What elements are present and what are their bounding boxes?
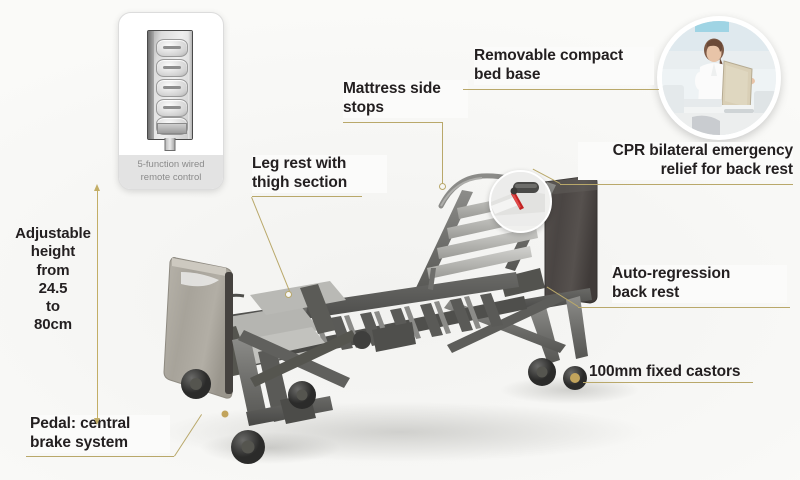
removable-bed-base-photo-inset	[657, 16, 781, 140]
leader-auto-regression-underline	[578, 307, 790, 308]
remote-cord-icon	[164, 138, 176, 151]
leader-mattress-side-stops-underline	[343, 122, 443, 123]
leader-pedal-brake-underline	[26, 456, 174, 457]
nurse-photo	[662, 21, 776, 135]
callout-adjustable-height: Adjustable height from 24.5 to 80cm	[15, 225, 91, 334]
remote-control-image	[124, 18, 216, 154]
anchor-mattress-side-stops	[439, 183, 446, 190]
callout-cpr-relief: CPR bilateral emergency relief for back …	[578, 142, 793, 180]
adjustable-height-arrow-down	[94, 418, 100, 425]
remote-handset-icon	[147, 30, 193, 140]
nurse-photo-art	[662, 21, 776, 135]
leader-fixed-castors-underline	[583, 382, 753, 383]
callout-fixed-castors: 100mm fixed castors	[589, 363, 741, 380]
adjustable-height-arrow-up	[94, 184, 100, 191]
callout-removable-bed-base: Removable compact bed base	[474, 47, 654, 85]
leader-mattress-side-stops-vline	[442, 122, 443, 184]
adjustable-height-arrow-line	[97, 190, 98, 418]
callout-mattress-side-stops: Mattress side stops	[343, 80, 468, 118]
anchor-leg-rest	[285, 291, 292, 298]
remote-control-card: 5-function wired remote control	[118, 12, 224, 190]
remote-control-caption: 5-function wired remote control	[119, 155, 223, 189]
callout-auto-regression: Auto-regression back rest	[612, 265, 787, 303]
callout-pedal-brake: Pedal: central brake system	[30, 415, 170, 453]
cpr-lever-art	[491, 172, 545, 226]
leader-leg-rest-underline	[252, 196, 362, 197]
callout-leg-rest: Leg rest with thigh section	[252, 155, 387, 193]
leader-removable-bed-base-underline	[463, 89, 659, 90]
cpr-lever-magnifier	[489, 170, 552, 233]
leader-cpr-underline	[560, 184, 793, 185]
